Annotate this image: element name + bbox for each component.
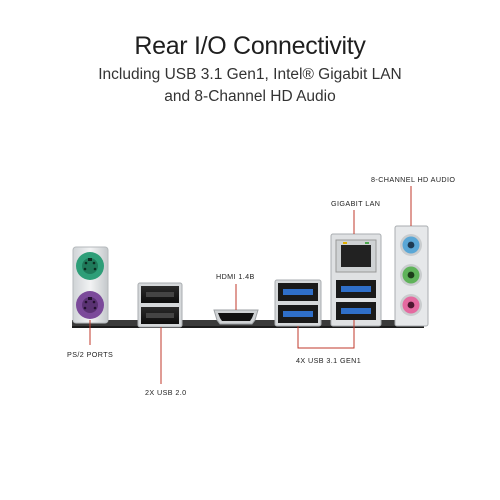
label-audio: 8-CHANNEL HD AUDIO — [371, 175, 456, 184]
lan-usb31-stack — [330, 233, 382, 327]
label-ps2-ports: PS/2 PORTS — [67, 350, 114, 359]
label-hdmi: HDMI 1.4B — [216, 272, 255, 281]
subtitle-line-1: Including USB 3.1 Gen1, Intel® Gigabit L… — [98, 66, 402, 83]
label-usb31: 4X USB 3.1 GEN1 — [296, 356, 362, 365]
audio-jacks — [394, 225, 429, 327]
usb2-ports — [137, 282, 183, 328]
hdmi-port — [213, 309, 259, 325]
page-title: Rear I/O Connectivity — [134, 32, 366, 60]
label-gigabit-lan: GIGABIT LAN — [331, 199, 381, 208]
callout-lines — [89, 186, 412, 384]
subtitle-line-2: and 8-Channel HD Audio — [164, 88, 336, 105]
usb31-left-ports — [274, 279, 322, 327]
label-usb20: 2X USB 2.0 — [145, 388, 187, 397]
ps2-ports — [72, 246, 109, 324]
